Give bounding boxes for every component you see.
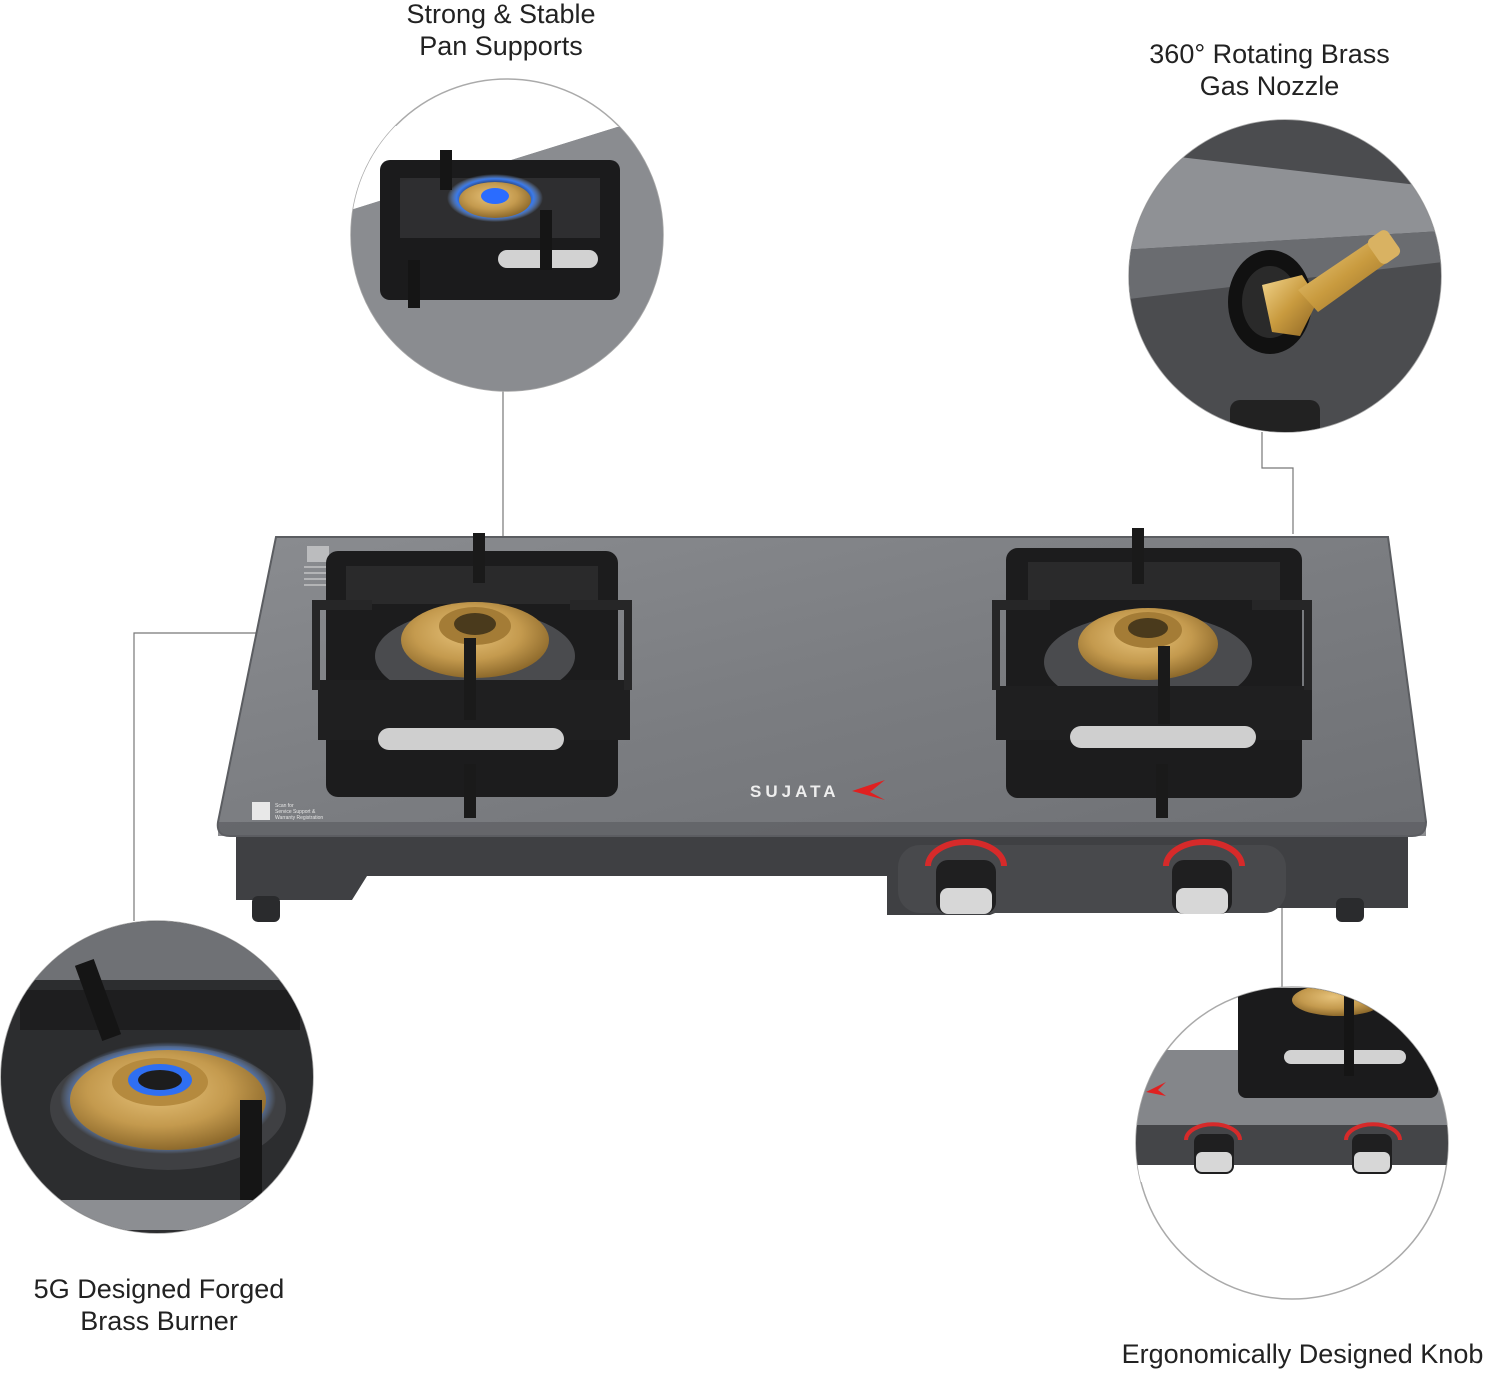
knob-ring-right <box>1163 839 1245 867</box>
gas-stove: Scan for Service Support & Warranty Regi… <box>216 528 1428 922</box>
qr-caption-line-1: Scan for <box>275 803 294 809</box>
nozzle-closeup-circle <box>1128 119 1442 433</box>
certification-icon <box>307 546 329 562</box>
pan-support-prong <box>1156 764 1168 818</box>
qr-code-icon <box>252 802 270 820</box>
pan-support-prong <box>464 764 476 818</box>
callout-nozzle-line2: Gas Nozzle <box>1199 71 1340 101</box>
callout-nozzle-line1: 360° Rotating Brass <box>1149 39 1390 69</box>
pan-support-prong <box>1158 646 1170 724</box>
pan-support-closeup-circle <box>350 78 664 392</box>
callout-pan-supports: Strong & Stable Pan Supports <box>385 0 617 62</box>
burner-closeup-circle <box>0 920 314 1234</box>
callout-knob-line1: Ergonomically Designed Knob <box>1121 1339 1484 1369</box>
pan-support-prong <box>464 638 476 720</box>
knob-ring-left <box>925 839 1007 867</box>
glass-edge <box>218 822 1426 836</box>
knob-right <box>1163 839 1245 914</box>
callout-burner: 5G Designed Forged Brass Burner <box>14 1273 304 1337</box>
stove-foot-right <box>1336 898 1364 922</box>
pan-support-prong <box>1132 528 1144 584</box>
knob-closeup-circle <box>1135 986 1449 1300</box>
qr-caption-line-3: Warranty Registration <box>275 815 323 821</box>
pan-support-prong <box>473 533 485 583</box>
knob-cap-left <box>940 888 992 914</box>
callout-pan-supports-line1: Strong & Stable <box>406 0 596 29</box>
pan-support-chrome-right <box>1070 726 1256 748</box>
qr-caption-line-2: Service Support & <box>275 809 316 815</box>
pan-support-chrome-left <box>378 728 564 750</box>
callout-burner-line2: Brass Burner <box>80 1306 238 1336</box>
knob-left <box>925 839 1007 914</box>
knob-cap-right <box>1176 888 1228 914</box>
callout-knob: Ergonomically Designed Knob <box>1105 1338 1500 1370</box>
brand-name: SUJATA <box>750 782 840 801</box>
leader-line-nozzle <box>1261 432 1294 534</box>
stove-foot-left <box>252 896 280 922</box>
burner-right <box>992 528 1312 818</box>
callout-pan-supports-line2: Pan Supports <box>419 31 583 61</box>
brand-logo-icon <box>852 780 885 800</box>
callout-burner-line1: 5G Designed Forged <box>33 1274 285 1304</box>
callout-nozzle: 360° Rotating Brass Gas Nozzle <box>1127 38 1412 102</box>
burner-left <box>312 533 632 818</box>
